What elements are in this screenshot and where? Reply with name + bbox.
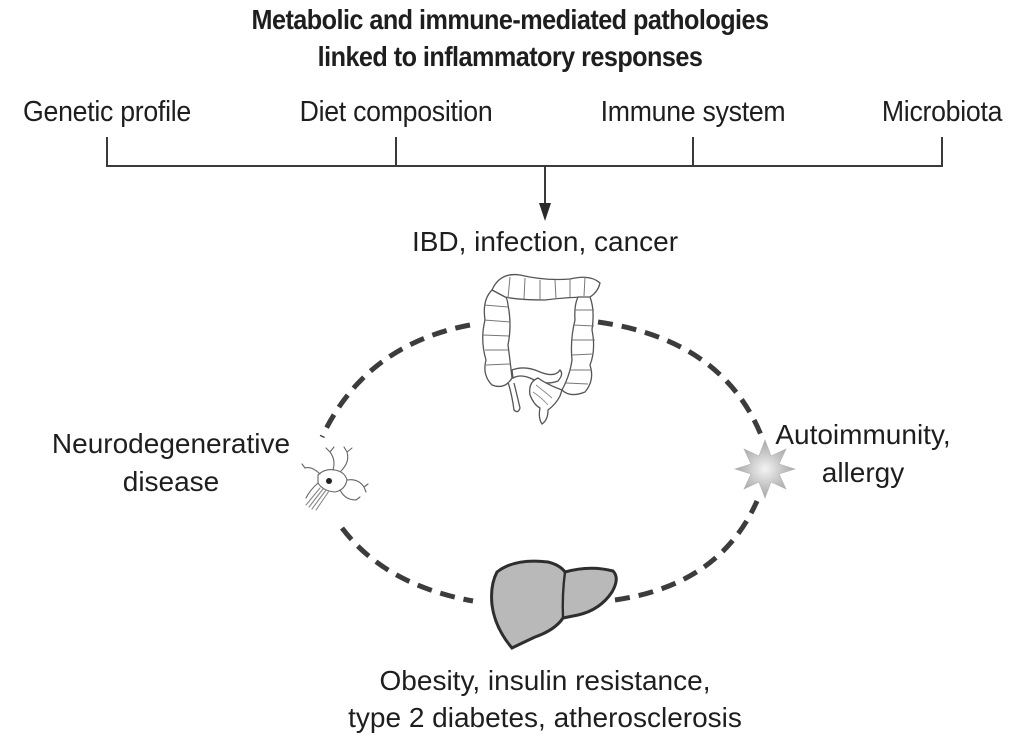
cycle-arc-bottom-right — [614, 499, 760, 603]
cycle-arc-bottom-left — [340, 526, 474, 604]
cycle-arc-top-right — [597, 319, 766, 441]
dashed-cycle — [319, 319, 766, 604]
label-allergy: allergy — [821, 457, 905, 488]
colon-icon — [482, 273, 601, 425]
label-disease: disease — [122, 466, 220, 497]
cycle-arc-top-left — [319, 322, 471, 439]
factor-immune-system: Immune system — [600, 96, 786, 128]
factor-bracket — [106, 137, 943, 167]
label-autoimmunity: Autoimmunity, — [775, 419, 951, 450]
factor-microbiota: Microbiota — [881, 96, 1003, 128]
down-arrow — [539, 166, 551, 221]
diagram-title-line2: linked to inflammatory responses — [317, 41, 703, 72]
factor-diet-composition: Diet composition — [299, 96, 493, 128]
label-ibd-infection-cancer: IBD, infection, cancer — [411, 226, 679, 257]
label-obesity-insulin-resistance: Obesity, insulin resistance, — [379, 665, 711, 696]
arrowhead-icon — [539, 203, 551, 221]
neuron-icon — [301, 446, 369, 511]
label-diabetes-atherosclerosis: type 2 diabetes, atherosclerosis — [348, 702, 742, 733]
liver-icon — [490, 559, 618, 650]
factor-genetic-profile: Genetic profile — [23, 96, 191, 128]
label-neurodegenerative: Neurodegenerative — [51, 428, 291, 459]
star-burst-icon — [733, 439, 797, 499]
diagram-title-line1: Metabolic and immune-mediated pathologie… — [251, 4, 769, 35]
